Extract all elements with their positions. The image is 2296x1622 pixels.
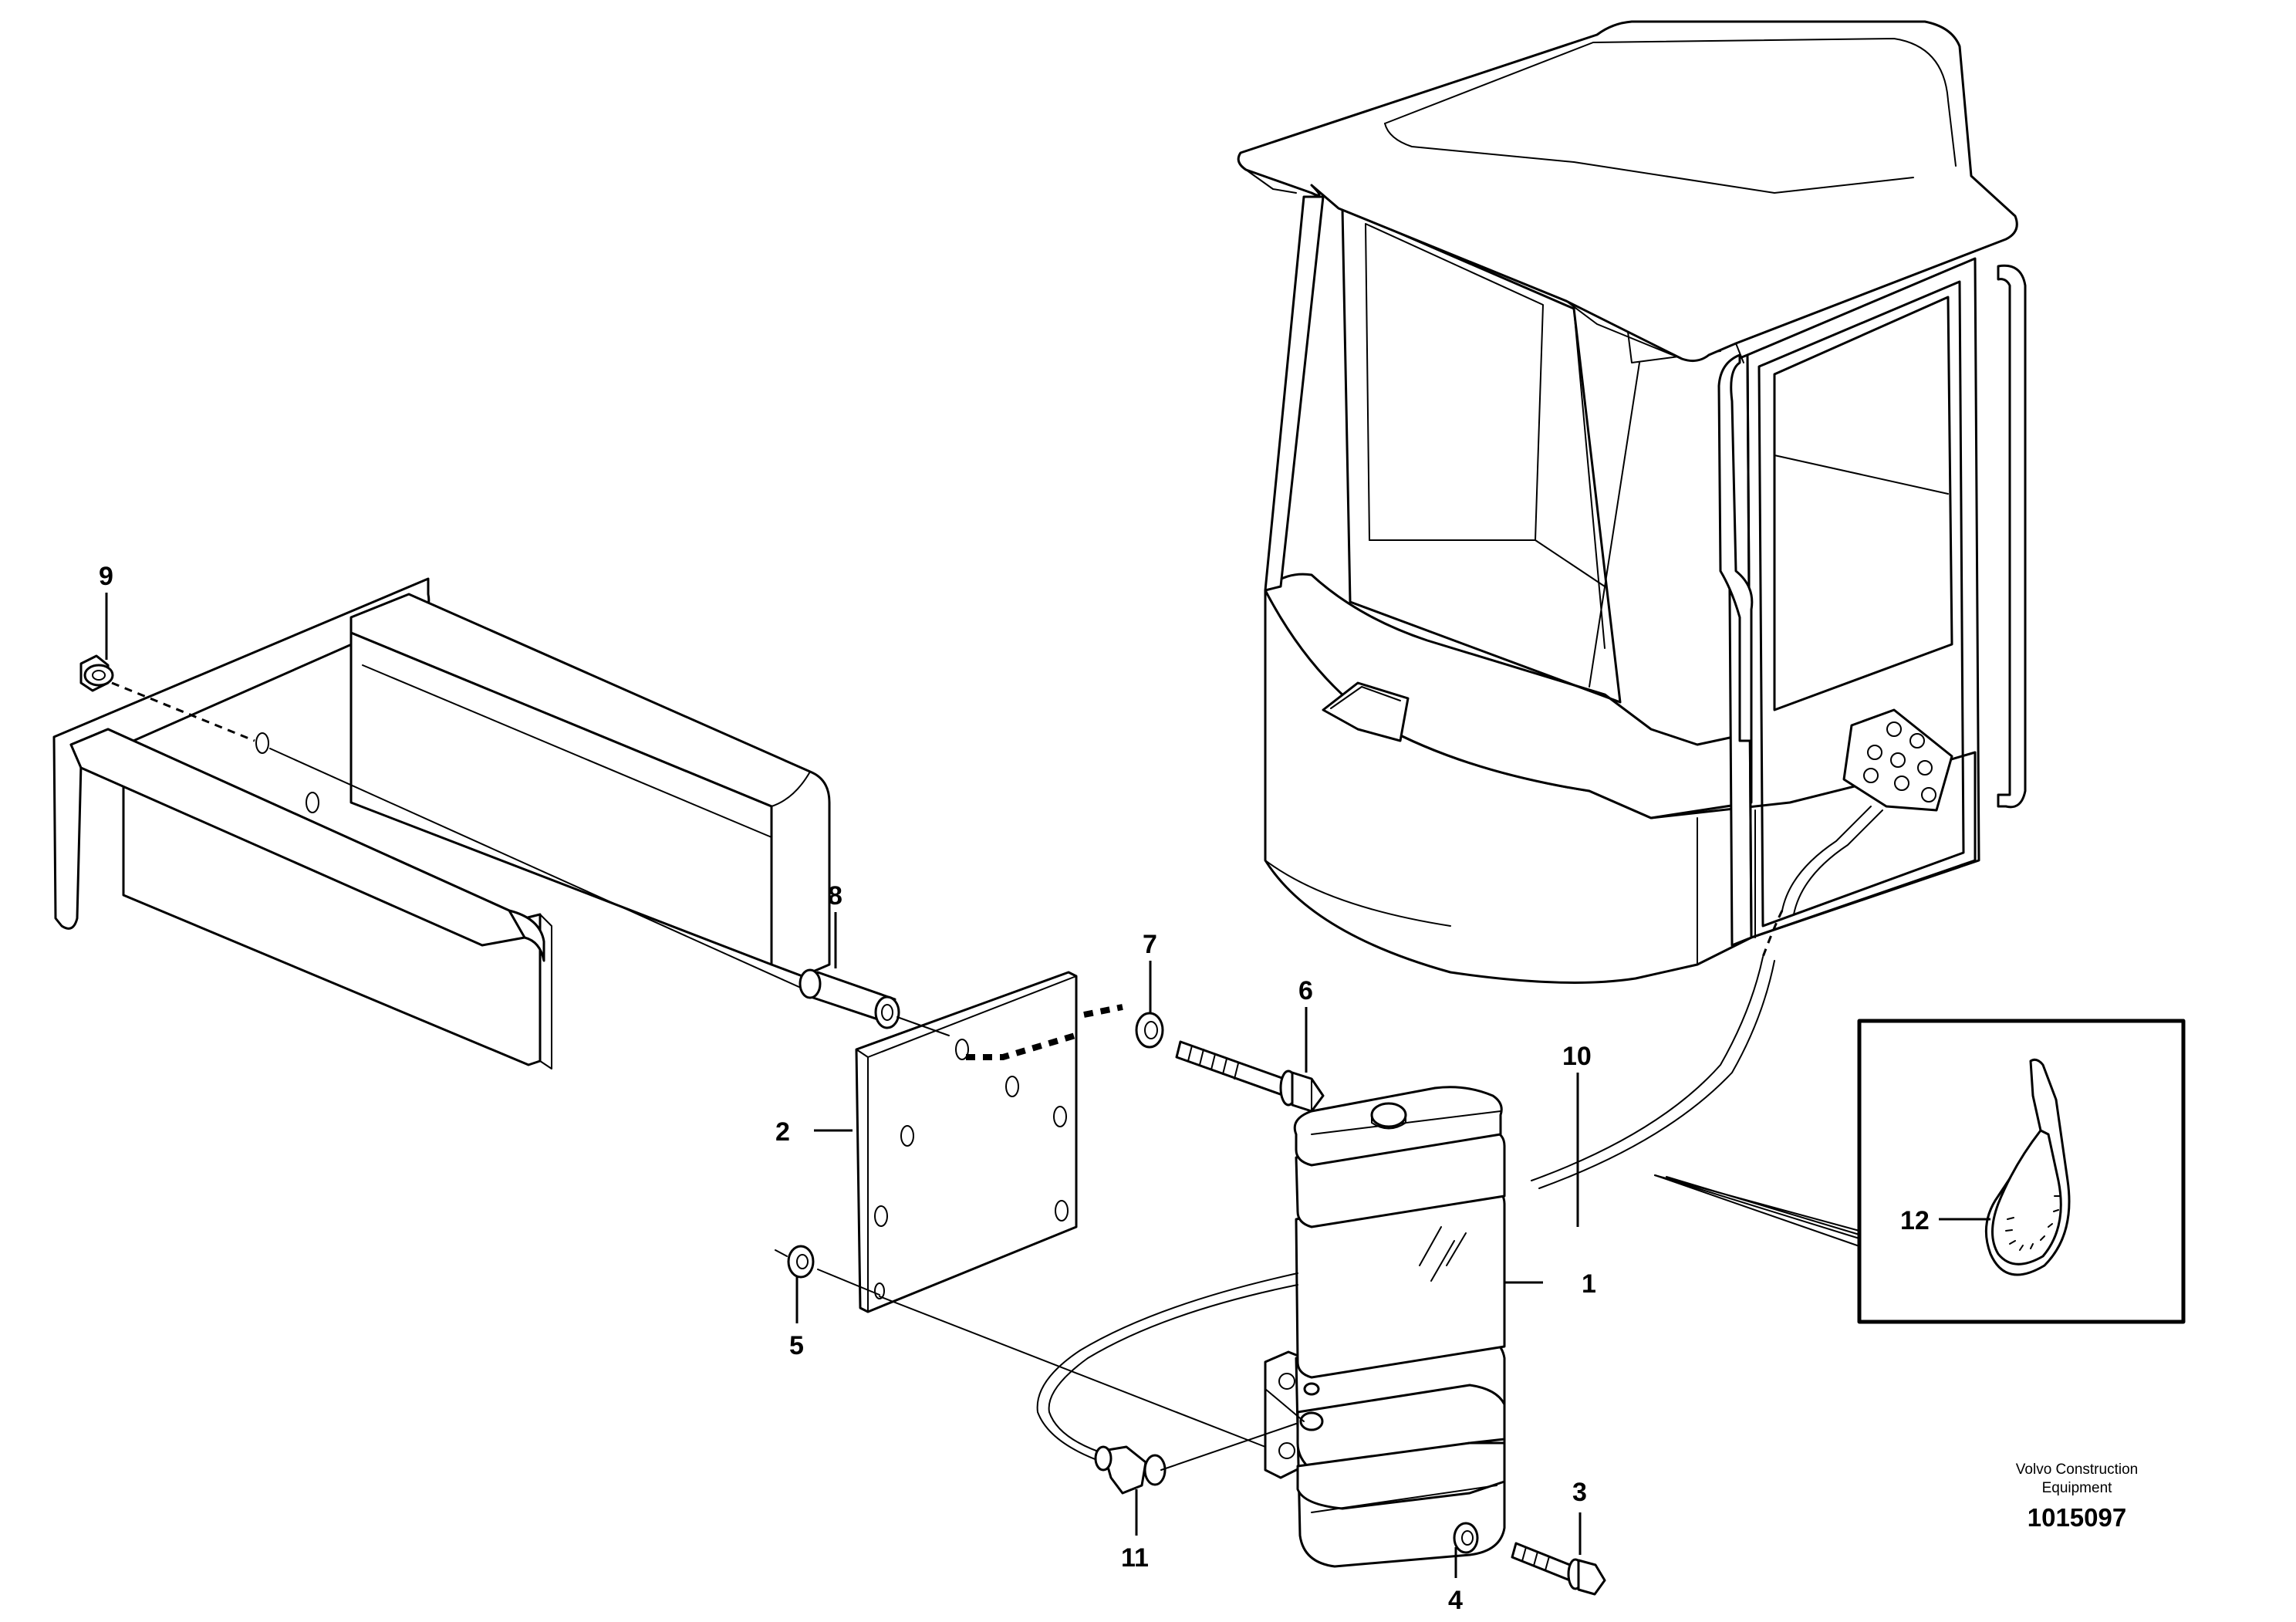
callout-8: 8 [828,881,842,911]
mounting-plate [855,971,1123,1313]
callout-1: 1 [1582,1269,1596,1299]
callout-12: 12 [1900,1206,1930,1235]
operator-cab [1237,20,2027,984]
detail-inset [1654,1019,2186,1324]
brand-line-2: Equipment [2042,1480,2113,1496]
callout-11: 11 [1121,1543,1149,1573]
brand-line-1: Volvo Construction [2016,1461,2138,1478]
nut-washer-9 [79,654,255,742]
spacer-sleeve [799,968,950,1036]
callout-3: 3 [1572,1478,1587,1507]
callout-labels: 1 2 3 4 5 6 7 8 9 10 11 12 [99,562,1930,1615]
callout-4: 4 [1448,1586,1463,1615]
washer-4 [1453,1522,1479,1554]
bolt-3 [1511,1542,1606,1596]
washer-5 [775,1245,1266,1448]
callout-9: 9 [99,562,113,591]
callout-2: 2 [775,1117,790,1147]
footer-block: Volvo Construction Equipment 1015097 [2016,1461,2138,1532]
callout-10: 10 [1562,1042,1592,1071]
callout-6: 6 [1298,976,1313,1005]
callout-7: 7 [1143,930,1157,959]
leader-lines [105,593,1990,1578]
document-number: 1015097 [2028,1503,2126,1532]
mounting-bracket [52,577,831,1070]
cable-harness [1531,806,1883,1189]
bolt-6 [1175,1040,1325,1113]
lube-reservoir [1036,1086,1506,1568]
callout-5: 5 [789,1331,804,1360]
washer-7 [1135,1012,1164,1049]
